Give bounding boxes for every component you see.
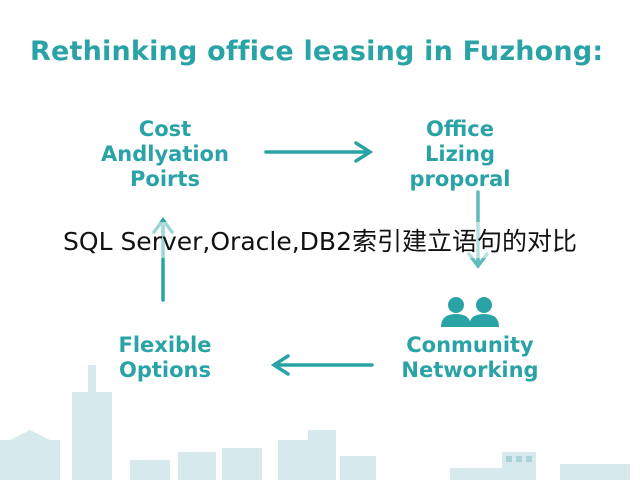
- skyline-illustration: [0, 365, 630, 480]
- building-windows-icon: [506, 456, 532, 462]
- diagram-title: Rethinking office leasing in Fuzhong:: [30, 36, 604, 67]
- node-label-line: Cost: [138, 117, 192, 141]
- node-label-line: Options: [119, 358, 211, 382]
- node-community-networking: Conmunity Networking: [375, 333, 565, 383]
- node-label-line: Andlyation: [101, 142, 229, 166]
- node-label-line: Lizing: [425, 142, 495, 166]
- node-flexible-options: Flexible Options: [90, 333, 240, 383]
- arrow-community-to-flexible: [270, 354, 374, 376]
- arrow-cost-to-office: [264, 141, 374, 163]
- overlay-caption: SQL Server,Oracle,DB2索引建立语句的对比: [0, 222, 640, 258]
- node-cost-analysis: Cost Andlyation Poirts: [80, 117, 250, 192]
- node-label-line: Office: [426, 117, 494, 141]
- node-label-line: Networking: [401, 358, 539, 382]
- node-label-line: Conmunity: [406, 333, 534, 357]
- people-group-icon: [441, 297, 499, 327]
- node-office-leasing: Office Lizing proporal: [385, 117, 535, 192]
- node-label-line: Flexible: [118, 333, 212, 357]
- node-label-line: Poirts: [130, 167, 200, 191]
- node-label-line: proporal: [409, 167, 511, 191]
